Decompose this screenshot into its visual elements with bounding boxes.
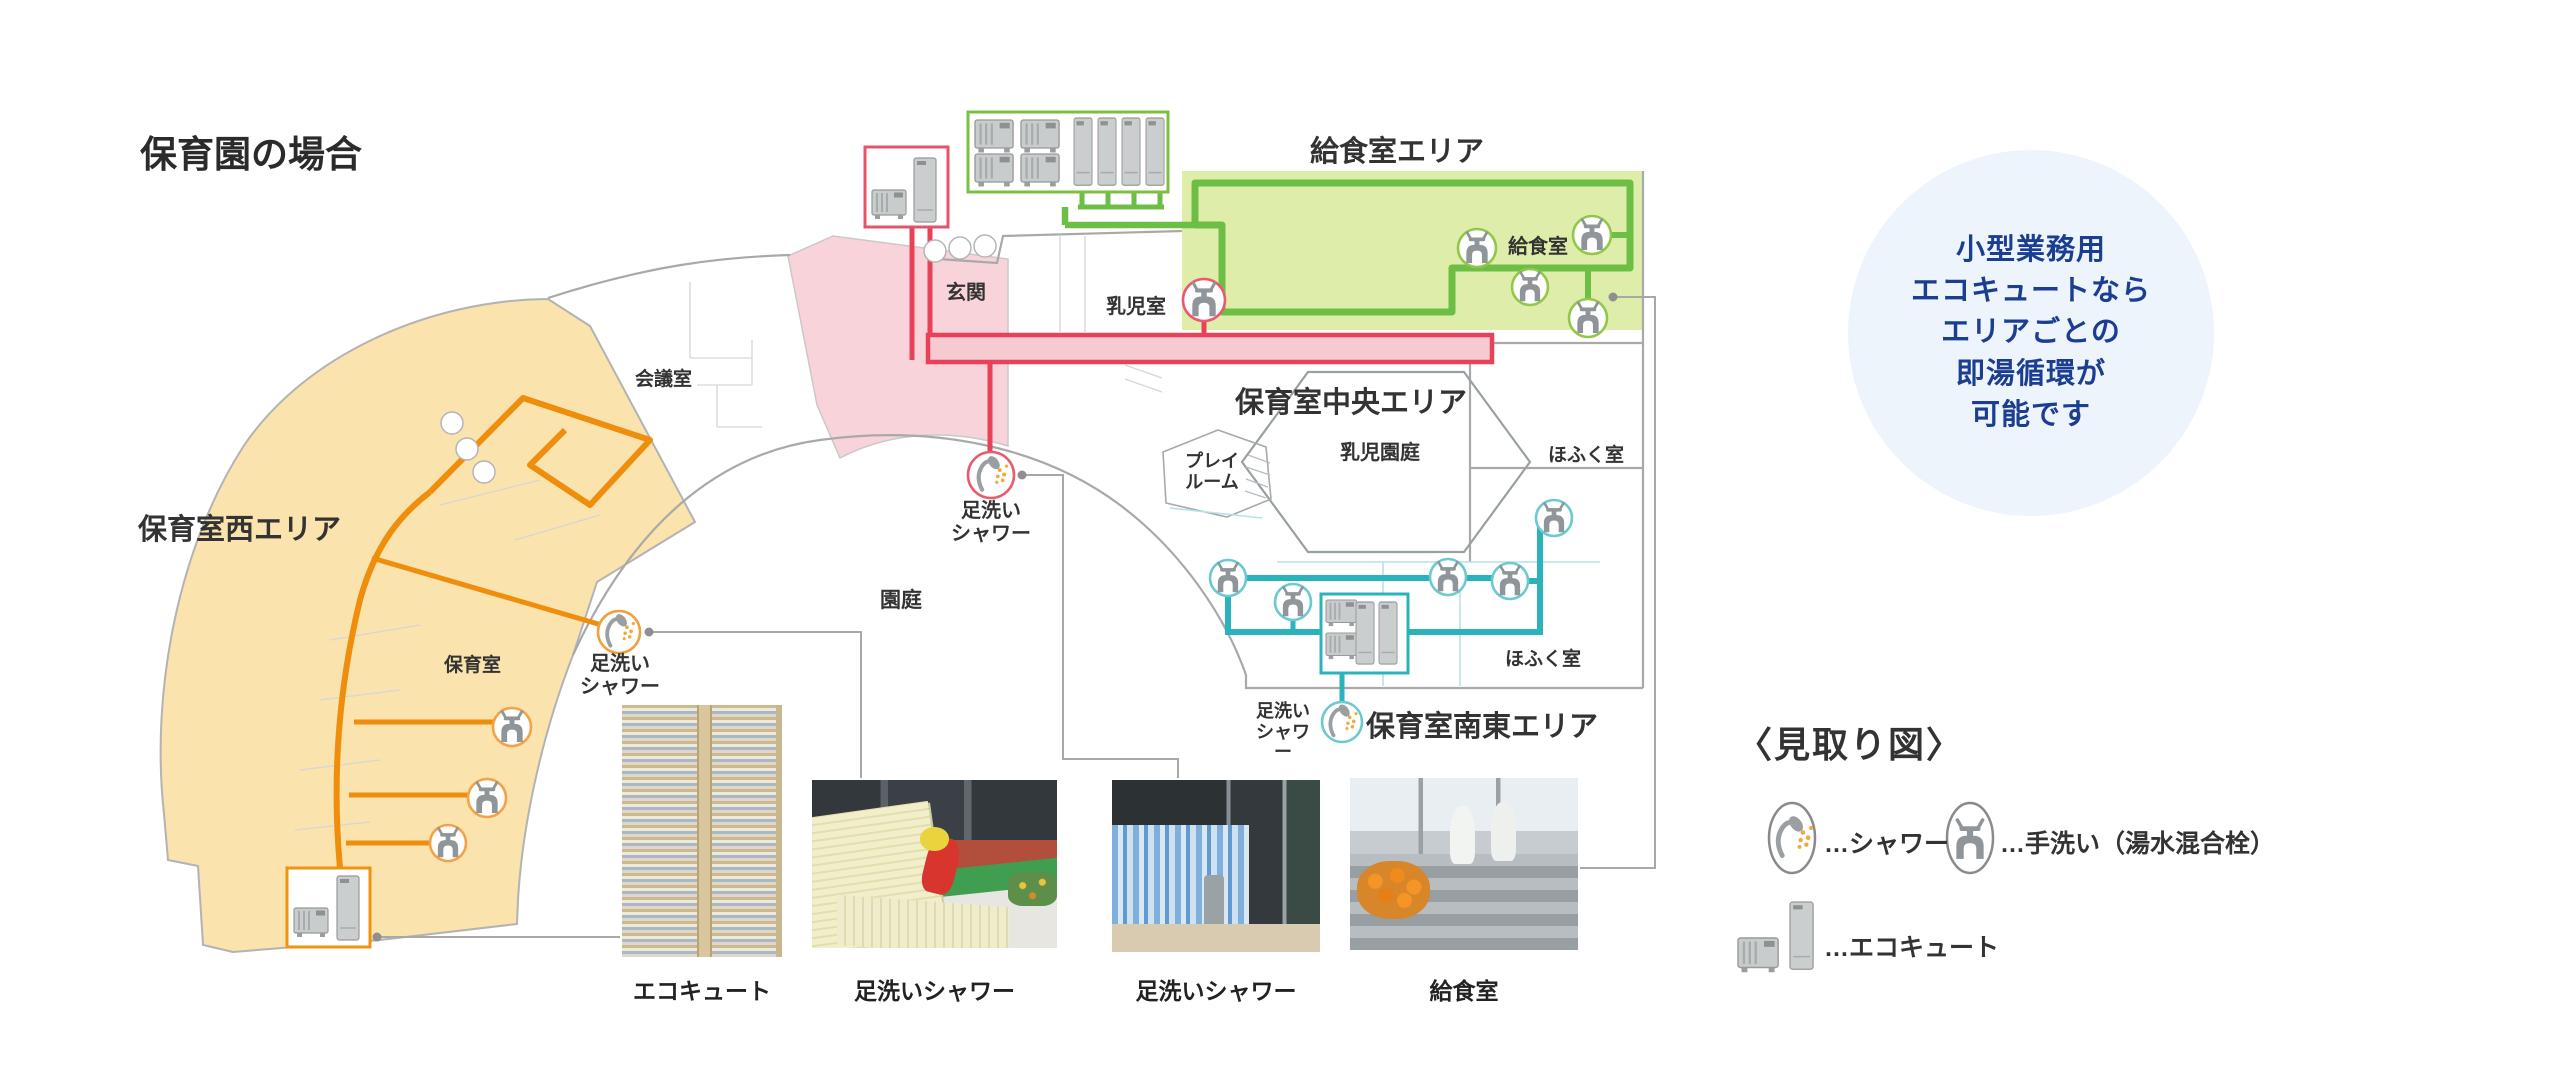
interior-partition-lines: [294, 236, 1271, 831]
page-title: 保育園の場合: [140, 134, 362, 175]
foot-shower-se-line1: 足洗い: [1256, 701, 1310, 721]
playroom-line1: プレイ: [1185, 451, 1239, 471]
room-label-playroom: プレイ ルーム: [1178, 451, 1246, 492]
room-label-infant-garden: 乳児園庭: [1340, 442, 1420, 464]
area-label-central: 保育室中央エリア: [1235, 387, 1468, 419]
foot-shower-west-line1: 足洗い: [590, 653, 650, 675]
ecocute-box-central: [863, 145, 950, 229]
callout-line1: 小型業務用: [1955, 234, 2106, 267]
callout-bubble: 小型業務用 エコキュートなら エリアごとの 即湯循環が 可能です: [1848, 150, 2214, 516]
building-outline: [547, 171, 1645, 690]
area-label-west: 保育室西エリア: [138, 514, 342, 546]
callout-line4: 即湯循環が: [1955, 357, 2106, 390]
louver-edge-graphic: [775, 705, 782, 957]
foot-shower-se-line2: シャワー: [1256, 721, 1310, 763]
door-arc-marks: [440, 234, 997, 484]
photo-caption-ecocute: エコキュート: [633, 978, 771, 1004]
southeast-fixture-markers: [1208, 498, 1574, 744]
kitchen-area-shape: [1182, 171, 1642, 330]
kitchen-area-pipes: [1061, 179, 1634, 316]
photo2-hat: [919, 827, 950, 851]
photo2-tile-deck: [836, 894, 1008, 948]
room-label-nursery: 保育室: [444, 655, 502, 676]
kitchen-fixture-markers: [1456, 214, 1613, 339]
louver-frame-graphic: [697, 705, 713, 957]
room-label-meeting: 会議室: [635, 369, 693, 390]
photo4-cook2: [1491, 802, 1517, 861]
room-label-infant: 乳児室: [1106, 296, 1166, 318]
photo3-faucet: [1203, 874, 1225, 927]
legend-hand-wash-label: …手洗い（湯水混合栓）: [2000, 830, 2276, 858]
area-label-southeast: 保育室南東エリア: [1366, 711, 1599, 743]
photo3-floor: [1112, 924, 1320, 952]
ecocute-box-west: [285, 866, 372, 949]
room-label-garden: 園庭: [880, 589, 922, 612]
callout-line3: エリアごとの: [1941, 316, 2121, 349]
room-label-crawl-southeast: ほふく室: [1505, 649, 1582, 670]
photo-caption-kitchen: 給食室: [1429, 978, 1499, 1004]
photo-foot-shower-1: [812, 780, 1057, 948]
foot-shower-central-line2: シャワー: [951, 523, 1031, 545]
photo-ecocute: [622, 705, 782, 957]
photo-leader-lines: [381, 296, 1656, 938]
room-label-crawl-east: ほふく室: [1548, 445, 1625, 466]
photo3-mosaic-wall: [1112, 824, 1250, 925]
area-label-kitchen: 給食室エリア: [1310, 136, 1485, 168]
room-label-entrance: 玄関: [946, 282, 986, 304]
callout-line2: エコキュートなら: [1910, 275, 2151, 308]
central-area-pipes: [909, 227, 1495, 452]
central-fixture-markers: [966, 277, 1227, 500]
legend-heading: 〈見取り図〉: [1736, 724, 1965, 765]
photo-caption-foot-shower-2: 足洗いシャワー: [1135, 978, 1297, 1004]
ecocute-box-kitchen: [966, 110, 1170, 194]
foot-shower-west-line2: シャワー: [580, 676, 660, 698]
foot-shower-label-central: 足洗い シャワー: [946, 500, 1036, 546]
foot-shower-label-southeast: 足洗い シャワー: [1248, 701, 1318, 763]
callout-line5: 可能です: [1970, 398, 2091, 431]
room-label-kitchen: 給食室: [1508, 236, 1568, 258]
foot-shower-label-west: 足洗い シャワー: [576, 653, 664, 699]
photo4-oranges: [1356, 860, 1430, 920]
photo2-flowerbed: [1008, 872, 1057, 906]
west-area-pipes: [333, 395, 653, 869]
photo-kitchen: [1350, 778, 1578, 950]
west-area-shape: [159, 297, 697, 954]
ecocute-box-southeast: [1319, 592, 1410, 675]
legend-shower-label: …シャワー: [1824, 830, 1950, 858]
playroom-line2: ルーム: [1185, 471, 1239, 492]
foot-shower-central-line1: 足洗い: [961, 500, 1021, 522]
photo4-cook1: [1450, 805, 1476, 864]
west-fixture-markers: [428, 609, 642, 863]
leader-dots: [372, 292, 1618, 942]
photo-caption-foot-shower-1: 足洗いシャワー: [854, 978, 1015, 1004]
photo-foot-shower-2: [1112, 780, 1320, 952]
legend-ecocute-label: …エコキュート: [1824, 934, 2000, 962]
